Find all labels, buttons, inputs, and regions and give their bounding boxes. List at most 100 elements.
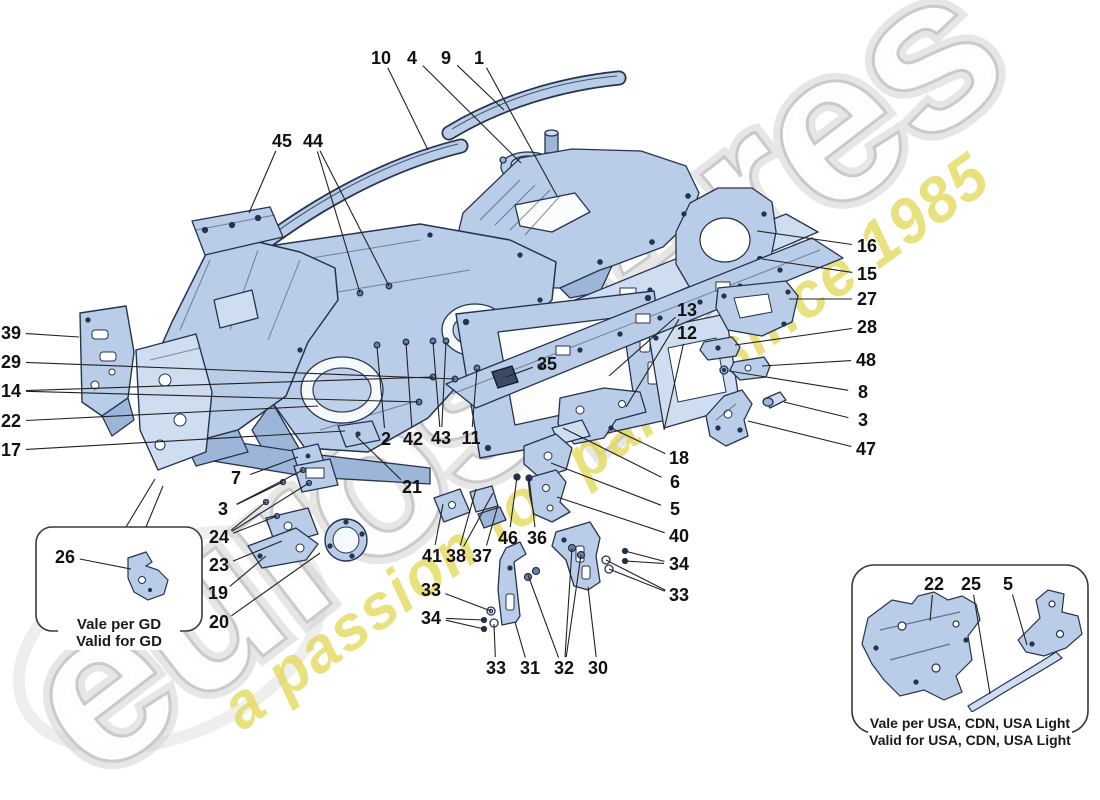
callout-label-43: 43: [431, 428, 451, 448]
leader-line-22: [25, 405, 319, 422]
callout-label-41: 41: [422, 546, 442, 566]
leader-line-32: [564, 547, 573, 658]
leader-line-14: [25, 376, 434, 392]
callout-label-27: 27: [857, 289, 877, 309]
part-clip-37: [477, 506, 507, 529]
leader-line-38: [459, 488, 477, 546]
callout-label-48: 48: [856, 350, 876, 370]
callout-label-15: 15: [857, 264, 877, 284]
callout-label-30: 30: [588, 658, 608, 678]
callout-label-8: 8: [858, 382, 868, 402]
leader-line-18: [610, 427, 666, 455]
leader-line-44: [319, 150, 390, 287]
leader-line-28: [734, 327, 853, 346]
inset-gd-caption-line1: Vale per GD: [77, 616, 161, 633]
callout-label-32: 32: [554, 658, 574, 678]
leader-line-38: [463, 492, 494, 547]
leader-line-33: [493, 623, 496, 658]
callout-label-21: 21: [402, 477, 422, 497]
callout-label-11: 11: [461, 428, 480, 448]
part-bracket-26: [127, 551, 169, 601]
callout-label-17: 17: [1, 440, 21, 460]
inset-box-gd: Vale per GD Valid for GD: [35, 478, 203, 650]
leader-line-36: [528, 477, 536, 528]
leader-line-2: [376, 346, 386, 429]
callout-label-19: 19: [208, 583, 228, 603]
callout-label-33: 33: [669, 585, 689, 605]
part-bracket-assembly-22: [861, 591, 981, 701]
callout-label-4: 4: [407, 48, 417, 68]
leader-line-5: [1011, 594, 1028, 646]
callout-label-7: 7: [231, 468, 241, 488]
inset-usa-caption-line2: Valid for USA, CDN, USA Light: [869, 732, 1071, 748]
callout-label-28: 28: [857, 317, 877, 337]
part-clip-28: [699, 336, 741, 361]
leader-line-42: [405, 342, 413, 429]
callout-label-34: 34: [669, 554, 689, 574]
leader-line-47: [747, 420, 852, 448]
leader-line-35: [505, 366, 533, 378]
callout-label-31: 31: [520, 658, 540, 678]
leader-line-17: [25, 430, 346, 450]
leader-line-1: [485, 67, 558, 197]
leader-line-24: [230, 501, 267, 531]
leader-line-15: [761, 258, 853, 273]
callout-label-40: 40: [669, 526, 689, 546]
callout-label-1: 1: [474, 48, 484, 68]
inset-box-usa: Vale per USA, CDN, USA Light Valid for U…: [851, 564, 1089, 750]
leader-line-12: [663, 343, 685, 431]
leader-line-3: [236, 481, 284, 505]
leader-line-11: [471, 368, 478, 428]
callout-label-16: 16: [857, 236, 877, 256]
part-screw-8: [719, 365, 729, 375]
leader-line-33: [608, 568, 666, 592]
callout-label-14: 14: [1, 381, 21, 401]
leader-line-25: [973, 594, 991, 695]
leader-line-13: [625, 319, 680, 408]
part-bracket-35: [491, 365, 519, 389]
leader-line-31: [514, 621, 526, 658]
callout-label-33: 33: [421, 580, 441, 600]
callout-label-18: 18: [669, 448, 689, 468]
part-arm-19: [247, 527, 319, 569]
leader-line-20: [231, 552, 321, 617]
callout-label-46: 46: [498, 528, 518, 548]
leader-line-24: [231, 482, 310, 532]
leader-line-34: [445, 619, 485, 630]
callout-label-45: 45: [272, 131, 292, 151]
callout-label-6: 6: [670, 472, 680, 492]
leader-line-45: [248, 150, 277, 214]
leader-line-8: [728, 370, 849, 391]
callout-label-3: 3: [858, 410, 868, 430]
callout-label-9: 9: [441, 48, 451, 68]
callout-label-5: 5: [1003, 574, 1013, 594]
callout-label-24: 24: [209, 527, 229, 547]
callout-label-12: 12: [677, 323, 697, 343]
leader-line-33: [605, 559, 666, 591]
inset-gd-caption-line2: Valid for GD: [76, 633, 162, 650]
leader-line-32: [565, 554, 582, 658]
leader-line-22: [929, 594, 933, 622]
leader-line-29: [25, 361, 456, 380]
part-bracket-27: [715, 280, 799, 337]
leader-line-33: [445, 593, 492, 612]
callout-label-22: 22: [1, 411, 21, 431]
callout-label-25: 25: [961, 574, 981, 594]
callout-label-44: 44: [303, 131, 323, 151]
leader-line-32: [527, 574, 560, 658]
leader-line-40: [556, 496, 665, 534]
leader-line-43: [441, 341, 447, 428]
callout-label-13: 13: [677, 300, 697, 320]
part-pad-45: [191, 206, 284, 256]
inset-usa-caption-line1: Vale per USA, CDN, USA Light: [870, 715, 1071, 731]
leader-line-4: [422, 65, 522, 164]
leader-line-34: [445, 617, 485, 621]
leader-line-34: [624, 550, 665, 562]
leader-line-24: [232, 515, 278, 534]
leader-line-9: [456, 64, 505, 111]
leader-line-37: [485, 504, 499, 546]
part-bracket-47: [705, 389, 753, 447]
leader-line-43: [432, 341, 441, 428]
